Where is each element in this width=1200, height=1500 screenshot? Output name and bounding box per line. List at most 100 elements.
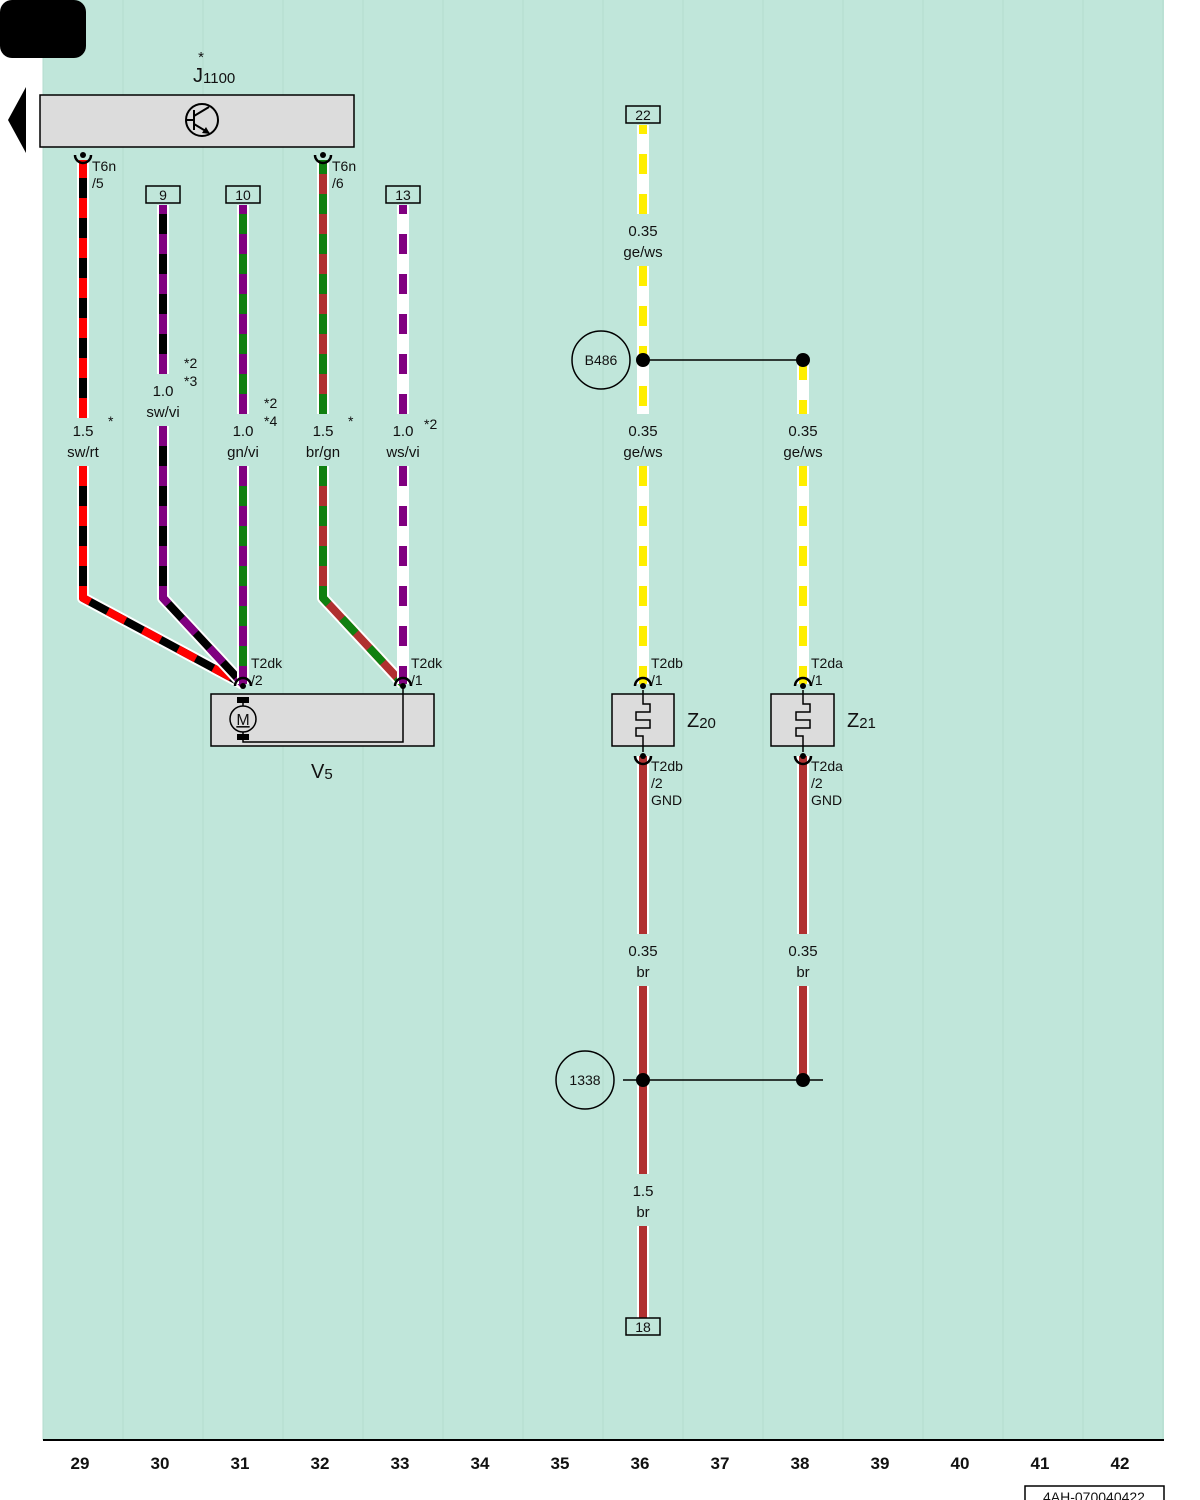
transistor-icon	[185, 103, 219, 137]
terminal-10[interactable]: 10	[225, 185, 261, 204]
connector-pin	[320, 152, 326, 158]
terminal-22[interactable]: 22	[625, 105, 661, 124]
connector-pin	[640, 753, 646, 759]
connector-pin	[233, 676, 253, 687]
wire-note: *	[348, 413, 354, 429]
conn-t2db2-a: T2db	[651, 758, 683, 774]
conn-t2dk2-a: T2dk	[251, 655, 283, 671]
j1100-star: *	[198, 49, 204, 66]
connector-pin	[73, 154, 93, 165]
column-number: 37	[711, 1454, 730, 1473]
wire-size: 1.5	[633, 1183, 654, 1200]
terminal-9[interactable]: 9	[145, 185, 181, 204]
column-number: 39	[871, 1454, 890, 1473]
column-number: 30	[151, 1454, 170, 1473]
motor-brush-bottom	[237, 734, 249, 740]
wire-size: 1.0	[153, 383, 174, 400]
wire-note: *2	[264, 395, 277, 411]
wire-30-sw-vi[interactable]	[157, 426, 248, 689]
wire-size: 0.35	[628, 423, 657, 440]
wire-color: ws/vi	[385, 444, 419, 461]
column-number: 38	[791, 1454, 810, 1473]
conn-t2da1-a: T2da	[811, 655, 843, 671]
wire-size: 1.0	[393, 423, 414, 440]
column-grid	[42, 0, 1164, 1440]
terminal-18-label: 18	[635, 1319, 651, 1335]
wire-color: sw/vi	[146, 404, 179, 421]
j1100-index: 1100	[203, 70, 235, 87]
z21-letter: Z	[847, 710, 859, 732]
conn-t6n5-a: T6n	[92, 158, 116, 174]
conn-t2dk1-b: /1	[411, 672, 423, 688]
column-number: 36	[631, 1454, 650, 1473]
connector-pin	[793, 755, 813, 766]
column-number: 29	[71, 1454, 90, 1473]
wire-color: br	[636, 964, 649, 981]
connector-pin	[793, 676, 813, 687]
wire-color: ge/ws	[623, 444, 662, 461]
wire-color: br	[796, 964, 809, 981]
terminal-9-label: 9	[159, 187, 167, 203]
junction-dot	[636, 1073, 650, 1087]
junction-dot	[796, 353, 810, 367]
wire-size: 1.5	[73, 423, 94, 440]
connector-pin	[800, 683, 806, 689]
connector-pin	[633, 755, 653, 766]
column-number: 41	[1031, 1454, 1050, 1473]
connector-pin	[393, 676, 413, 687]
motor-symbol: M	[236, 712, 249, 729]
wire-color: ge/ws	[783, 444, 822, 461]
doc-id: 4AH-070040422	[1043, 1489, 1145, 1500]
column-number: 42	[1111, 1454, 1130, 1473]
column-number: 40	[951, 1454, 970, 1473]
junction-b486[interactable]: B486	[571, 330, 631, 390]
wire-note: *	[108, 413, 114, 429]
wire-color: ge/ws	[623, 244, 662, 261]
page-badge	[0, 0, 86, 58]
connector-pin	[633, 676, 653, 687]
v5-letter: V	[311, 761, 325, 783]
connector-pin	[400, 683, 406, 689]
z20-letter: Z	[687, 710, 699, 732]
previous-page-arrow-icon[interactable]	[8, 87, 26, 153]
wire-color: br/gn	[306, 444, 340, 461]
wire-29-sw-rt[interactable]	[77, 466, 246, 690]
doc-id-box	[1024, 1485, 1165, 1500]
v5-index: 5	[324, 766, 332, 783]
column-number: 32	[311, 1454, 330, 1473]
terminal-13-label: 13	[395, 187, 411, 203]
wire-color: sw/rt	[67, 444, 99, 461]
connector-pins	[73, 152, 813, 766]
motor-brush-top	[237, 697, 249, 703]
junction-dot	[636, 353, 650, 367]
conn-t2da2-a: T2da	[811, 758, 843, 774]
conn-t6n6-a: T6n	[332, 158, 356, 174]
conn-t2da2-c: GND	[811, 792, 842, 808]
wire-note: *2	[184, 355, 197, 371]
j1100-label: J1100	[193, 65, 235, 87]
wire-32-br-gn[interactable]	[317, 466, 408, 689]
heating-element-icon	[635, 690, 651, 752]
column-number: 33	[391, 1454, 410, 1473]
conn-t2db2-c: GND	[651, 792, 682, 808]
conn-t2dk1-a: T2dk	[411, 655, 443, 671]
z20-label: Z20	[687, 710, 716, 732]
heating-element-icon	[795, 690, 811, 752]
wire-note: *4	[264, 413, 277, 429]
junction-1338-label: 1338	[569, 1072, 600, 1088]
z21-label: Z21	[847, 710, 876, 732]
terminal-10-label: 10	[235, 187, 251, 203]
column-number: 31	[231, 1454, 250, 1473]
terminal-18[interactable]: 18	[625, 1317, 661, 1336]
j1100-letter: J	[193, 65, 203, 87]
wire-size: 0.35	[628, 223, 657, 240]
terminal-22-label: 22	[635, 107, 651, 123]
wire-size: 0.35	[628, 943, 657, 960]
terminal-13[interactable]: 13	[385, 185, 421, 204]
conn-t2db1-b: /1	[651, 672, 663, 688]
j1100-control-unit[interactable]	[39, 94, 355, 148]
connector-pin	[640, 683, 646, 689]
z21-index: 21	[859, 715, 876, 732]
junction-1338[interactable]: 1338	[555, 1050, 615, 1110]
